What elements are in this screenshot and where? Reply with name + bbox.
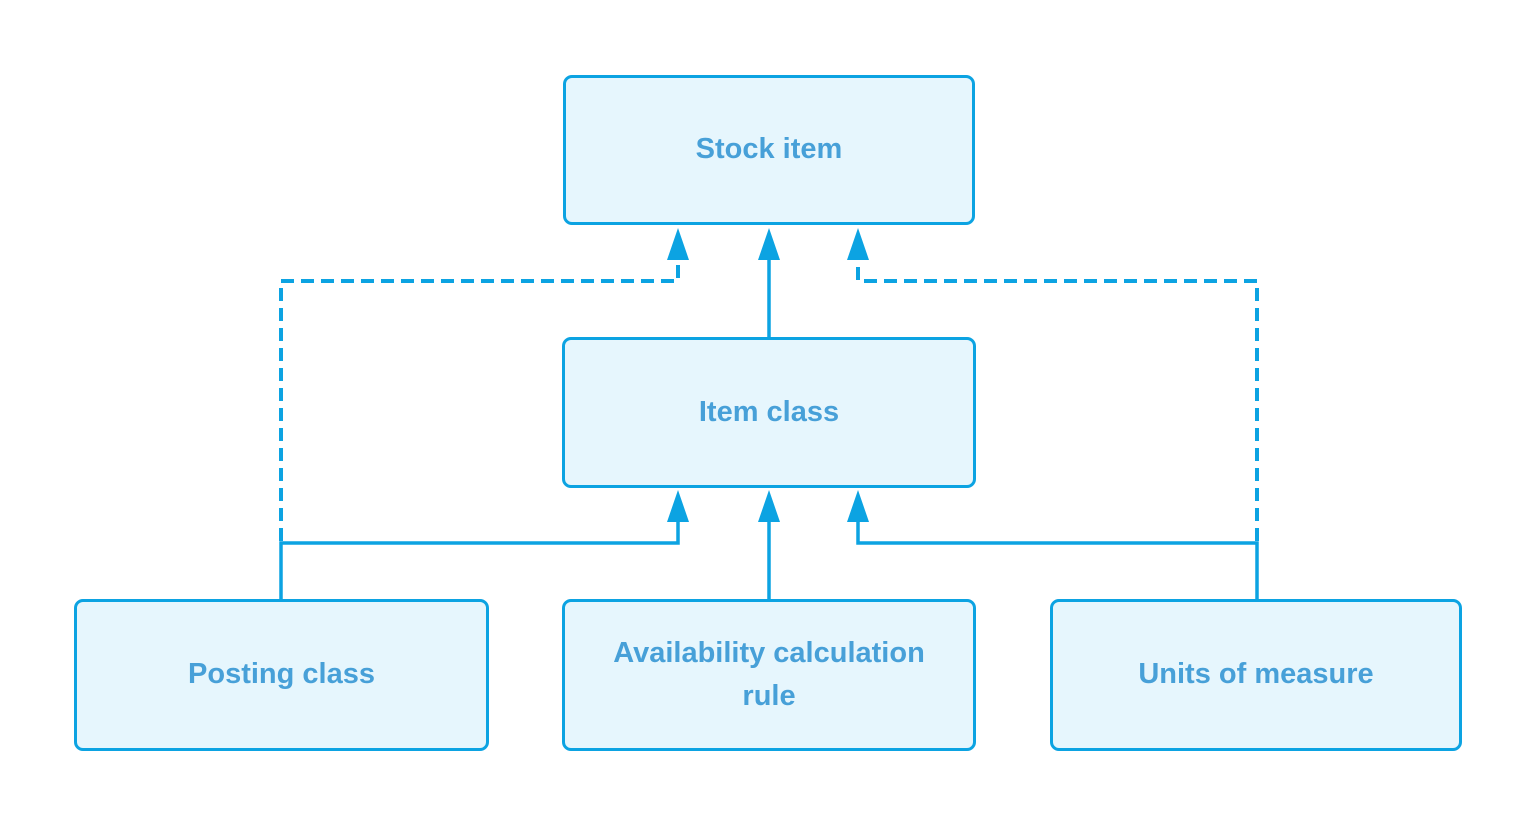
node-label: Availability calculation rule <box>613 636 925 713</box>
arrowhead-up-icon <box>667 490 689 522</box>
arrowhead-up-icon <box>847 490 869 522</box>
node-stock-item: Stock item <box>563 75 975 225</box>
edge-units-to-stock-item <box>856 258 1259 541</box>
arrowhead-up-icon <box>667 228 689 260</box>
node-label: Item class <box>698 395 840 428</box>
node-units-of-measure: Units of measure <box>1050 599 1462 751</box>
node-posting-class: Posting class <box>74 599 489 751</box>
edge-posting-class-to-item-class <box>279 518 680 599</box>
edge-posting-class-to-stock-item <box>279 258 680 541</box>
arrowhead-up-icon <box>758 490 780 522</box>
node-availability-calculation-rule: Availability calculation rule <box>562 599 976 751</box>
node-label: Posting class <box>188 658 375 691</box>
node-label: Stock item <box>695 133 843 166</box>
edge-units-to-item-class <box>856 518 1259 599</box>
arrowhead-up-icon <box>847 228 869 260</box>
arrowhead-up-icon <box>758 228 780 260</box>
node-item-class: Item class <box>562 337 976 488</box>
node-label: Units of measure <box>1138 658 1374 691</box>
